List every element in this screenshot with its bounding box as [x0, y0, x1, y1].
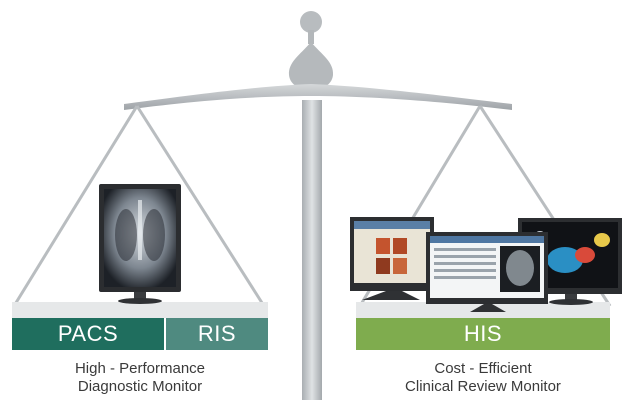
- pacs-label: PACS: [57, 321, 119, 346]
- left-pan: [12, 302, 268, 318]
- pacs-label-bar: PACS: [12, 318, 164, 350]
- clinical-review-monitors-icon: [350, 217, 622, 312]
- scale-pillar: [288, 11, 334, 400]
- ris-label: RIS: [197, 321, 237, 346]
- right-caption-line2: Clinical Review Monitor: [405, 378, 561, 395]
- chest-xray-monitor-icon: [99, 184, 181, 304]
- ris-label-bar: RIS: [166, 318, 268, 350]
- right-caption-line1: Cost - Efficient: [434, 360, 532, 377]
- right-caption: Cost - Efficient Clinical Review Monitor: [356, 360, 610, 396]
- his-label-bar: HIS: [356, 318, 610, 350]
- left-caption: High - Performance Diagnostic Monitor: [12, 360, 268, 396]
- his-label: HIS: [463, 321, 503, 346]
- scale-beam: [124, 84, 512, 110]
- left-caption-line1: High - Performance: [74, 360, 206, 377]
- left-caption-line2: Diagnostic Monitor: [77, 378, 203, 395]
